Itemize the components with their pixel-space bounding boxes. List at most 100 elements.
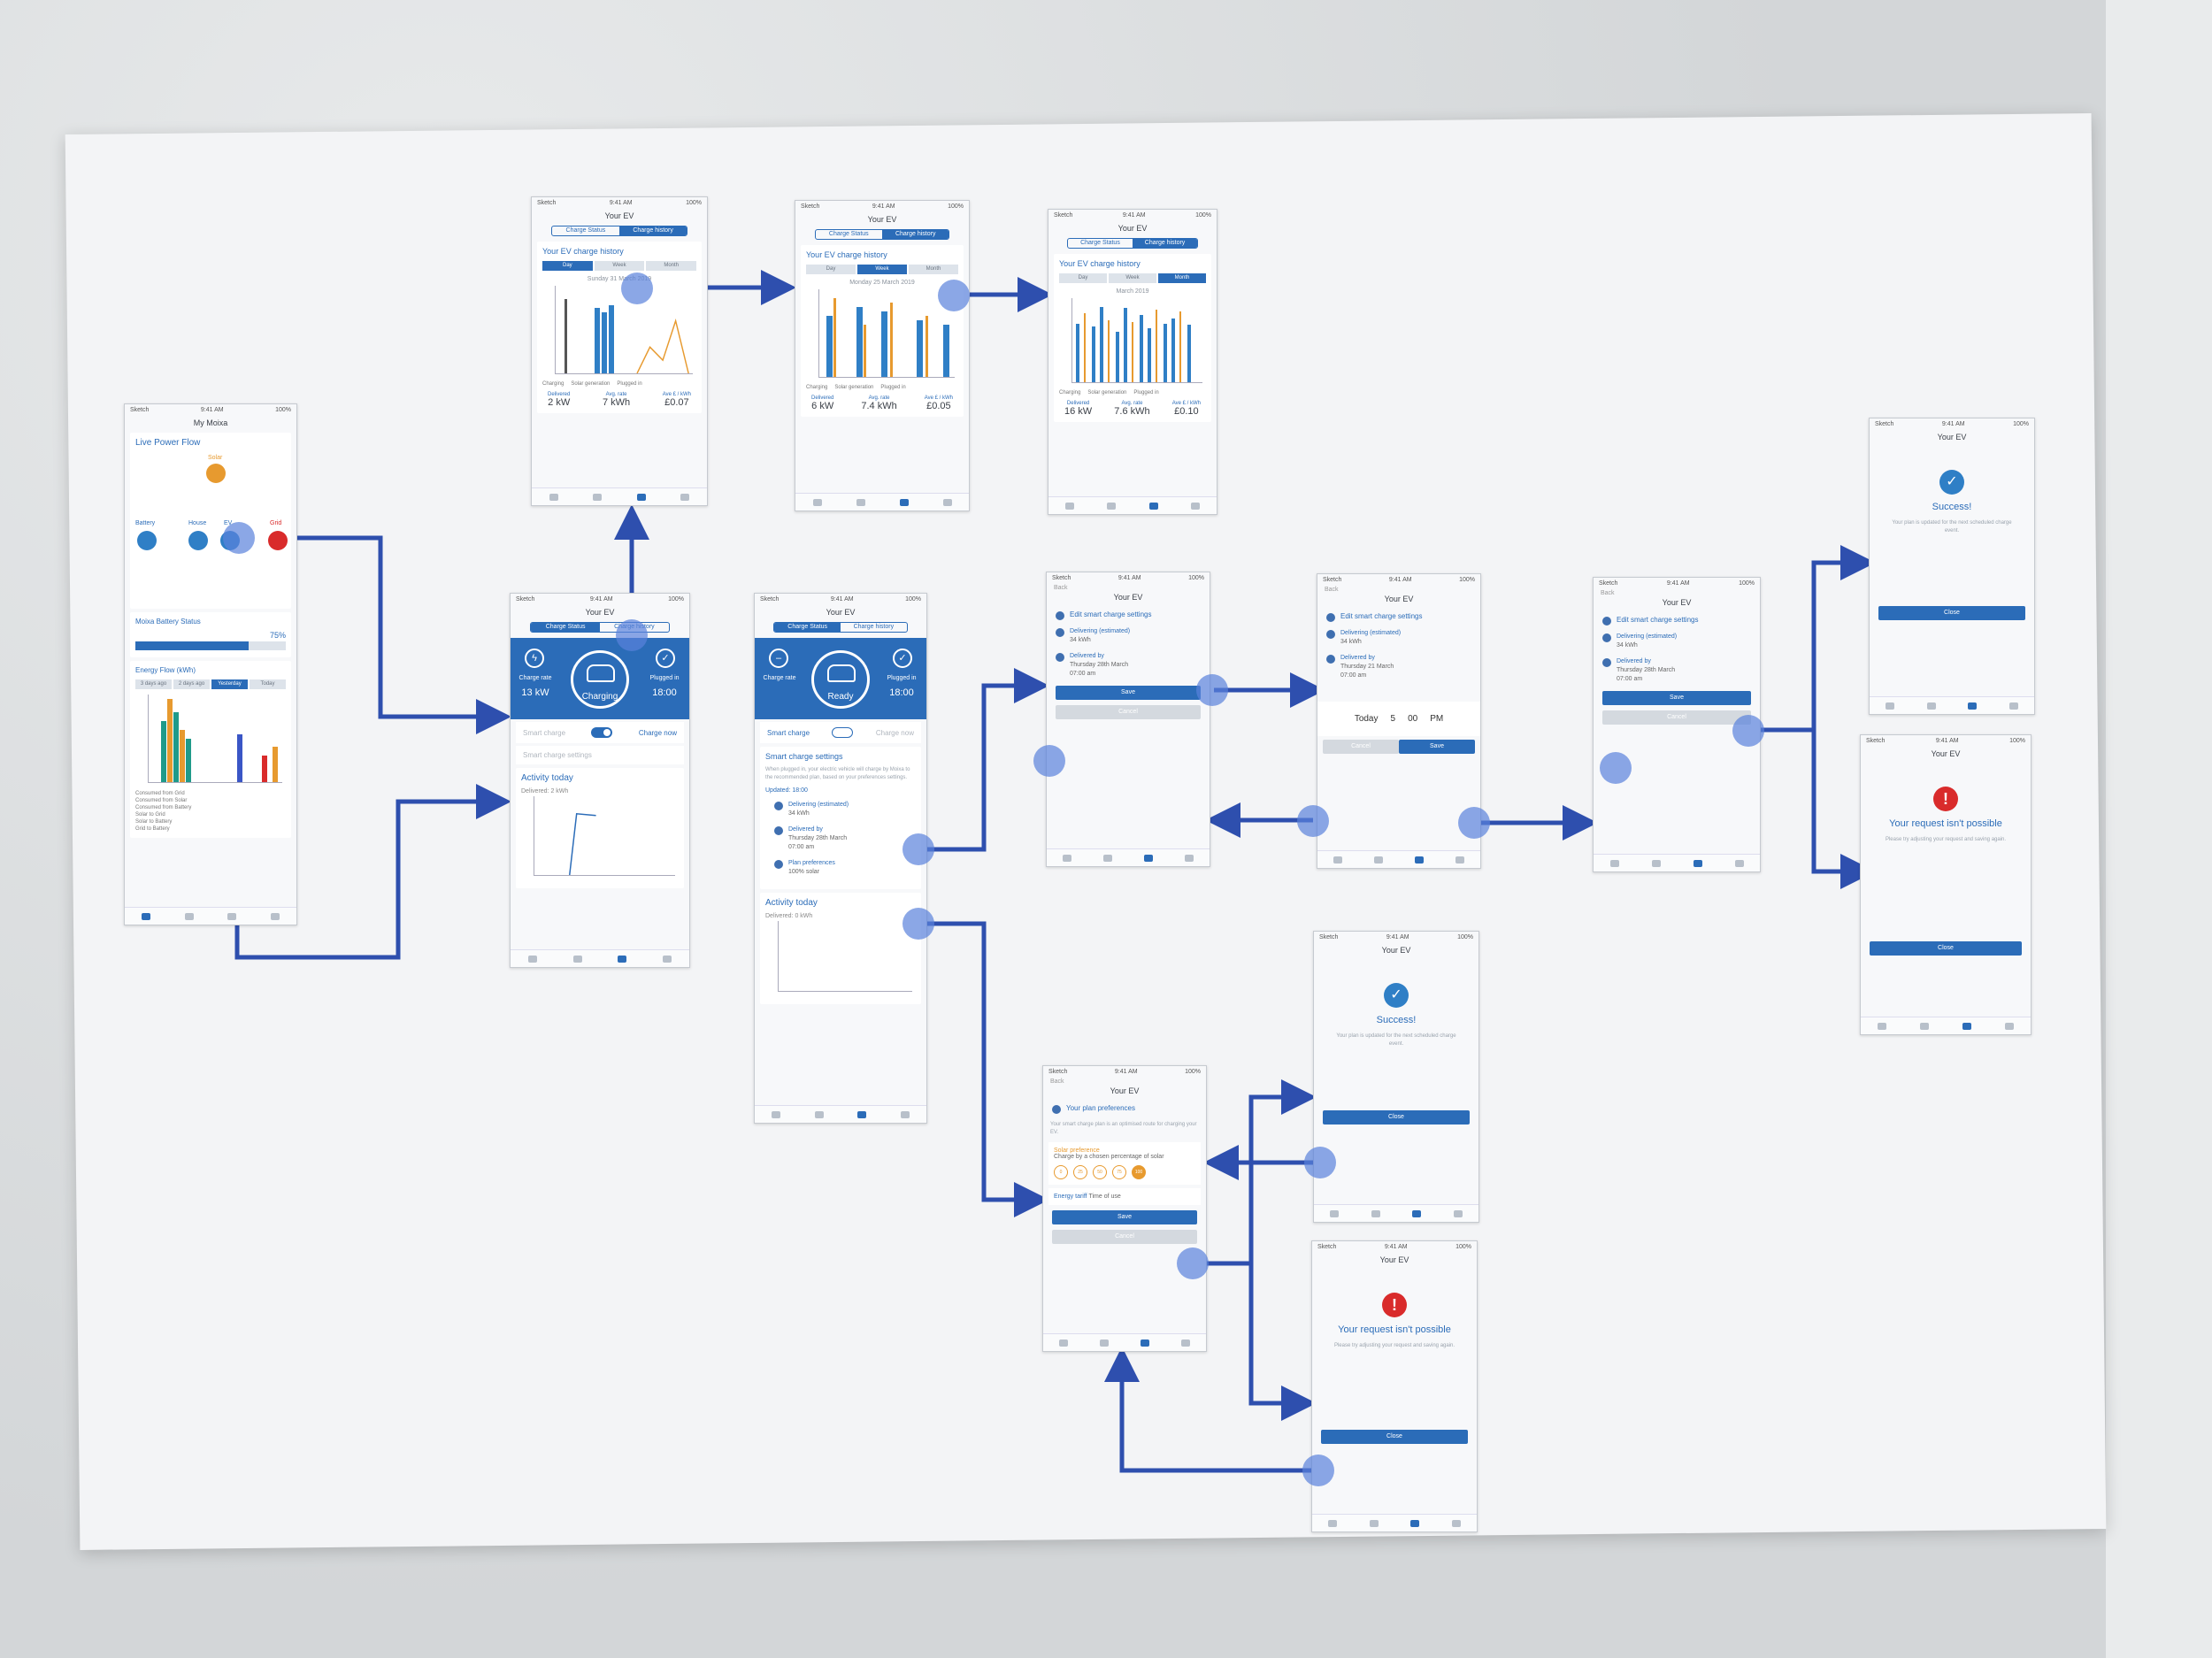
save-button[interactable]: Save	[1056, 686, 1201, 700]
nav-settings-icon[interactable]	[1181, 1339, 1190, 1347]
nav-stats-icon[interactable]	[1374, 856, 1383, 864]
nav-stats-icon[interactable]	[593, 493, 603, 501]
tab-month[interactable]: Month	[909, 265, 958, 274]
tab-day[interactable]: Day	[1059, 273, 1107, 283]
nav-settings-icon[interactable]	[1453, 1209, 1463, 1217]
nav-settings-icon[interactable]	[1451, 1519, 1461, 1527]
nav-home-icon[interactable]	[1878, 1022, 1886, 1030]
cancel-button[interactable]: Cancel	[1056, 705, 1201, 719]
tab-week[interactable]: Week	[1109, 273, 1156, 283]
nav-stats-icon[interactable]	[184, 912, 194, 920]
nav-home-icon[interactable]	[1328, 1519, 1338, 1527]
seg-charge-status[interactable]: Charge Status	[774, 623, 841, 632]
seg-charge-history[interactable]: Charge history	[619, 226, 687, 235]
seg-charge-status[interactable]: Charge Status	[531, 623, 600, 632]
smart-settings-row[interactable]: Smart charge settings	[516, 746, 684, 764]
nav-ev-icon[interactable]	[1141, 1339, 1149, 1347]
nav-ev-icon[interactable]	[1412, 1209, 1422, 1217]
seg-charge-history[interactable]: Charge history	[1133, 239, 1198, 248]
nav-home-icon[interactable]	[549, 493, 558, 501]
nav-ev-icon[interactable]	[1148, 502, 1158, 510]
nav-home-icon[interactable]	[1064, 502, 1074, 510]
nav-home-icon[interactable]	[772, 1110, 781, 1118]
nav-settings-icon[interactable]	[2005, 1022, 2014, 1030]
nav-home-icon[interactable]	[528, 955, 538, 963]
save-button[interactable]: Save	[1399, 740, 1475, 754]
nav-ev-icon[interactable]	[899, 498, 909, 506]
nav-ev-icon[interactable]	[618, 955, 627, 963]
cancel-button[interactable]: Cancel	[1323, 740, 1399, 754]
save-button[interactable]: Save	[1052, 1210, 1197, 1224]
nav-ev-icon[interactable]	[1962, 1022, 1971, 1030]
solar-option[interactable]: 0	[1054, 1165, 1068, 1179]
tab-3-days-ago[interactable]: 3 days ago	[135, 679, 172, 689]
nav-settings-icon[interactable]	[942, 498, 952, 506]
nav-stats-icon[interactable]	[1369, 1519, 1379, 1527]
close-button[interactable]: Close	[1323, 1110, 1470, 1125]
nav-home-icon[interactable]	[1063, 854, 1071, 862]
nav-stats-icon[interactable]	[814, 1110, 824, 1118]
nav-ev-icon[interactable]	[1693, 859, 1702, 867]
nav-settings-icon[interactable]	[1191, 502, 1201, 510]
nav-stats-icon[interactable]	[1926, 702, 1936, 710]
picker-ampm[interactable]: PM	[1430, 714, 1444, 724]
nav-settings-icon[interactable]	[270, 912, 280, 920]
nav-home-icon[interactable]	[1609, 859, 1619, 867]
nav-stats-icon[interactable]	[1103, 854, 1112, 862]
tab-day[interactable]: Day	[542, 261, 593, 271]
nav-home-icon[interactable]	[1059, 1339, 1068, 1347]
nav-settings-icon[interactable]	[1185, 854, 1194, 862]
nav-stats-icon[interactable]	[1107, 502, 1117, 510]
nav-stats-icon[interactable]	[1651, 859, 1661, 867]
tab-day[interactable]: Day	[806, 265, 856, 274]
nav-home-icon[interactable]	[1886, 702, 1895, 710]
tab-month[interactable]: Month	[1158, 273, 1206, 283]
cancel-button[interactable]: Cancel	[1602, 710, 1751, 725]
picker-hour[interactable]: 5	[1390, 714, 1396, 724]
tab-2-days-ago[interactable]: 2 days ago	[173, 679, 210, 689]
nav-ev-icon[interactable]	[1415, 856, 1424, 864]
close-button[interactable]: Close	[1878, 606, 2025, 620]
seg-charge-status[interactable]: Charge Status	[1080, 240, 1120, 246]
tab-week[interactable]: Week	[594, 261, 645, 271]
seg-charge-history[interactable]: Charge history	[882, 230, 949, 239]
save-button[interactable]: Save	[1602, 691, 1751, 705]
nav-settings-icon[interactable]	[1455, 856, 1464, 864]
nav-ev-icon[interactable]	[1144, 854, 1153, 862]
seg-charge-status[interactable]: Charge Status	[565, 227, 606, 234]
close-button[interactable]: Close	[1870, 941, 2022, 956]
nav-ev-icon[interactable]	[1968, 702, 1978, 710]
solar-option-selected[interactable]: 100	[1132, 1165, 1146, 1179]
tab-yesterday[interactable]: Yesterday	[211, 679, 248, 689]
close-button[interactable]: Close	[1321, 1430, 1468, 1444]
nav-home-icon[interactable]	[1330, 1209, 1340, 1217]
nav-home-icon[interactable]	[1333, 856, 1342, 864]
tab-today[interactable]: Today	[250, 679, 286, 689]
back-link[interactable]: Back	[1325, 587, 1339, 593]
tab-month[interactable]: Month	[646, 261, 697, 271]
picker-minute[interactable]: 00	[1408, 714, 1418, 724]
seg-charge-status[interactable]: Charge Status	[828, 231, 869, 237]
nav-stats-icon[interactable]	[1371, 1209, 1380, 1217]
solar-option[interactable]: 50	[1093, 1165, 1107, 1179]
smart-charge-toggle[interactable]	[591, 727, 613, 738]
tab-week[interactable]: Week	[857, 265, 907, 274]
charge-now-label[interactable]: Charge now	[875, 728, 914, 737]
back-link[interactable]: Back	[1054, 585, 1068, 591]
nav-stats-icon[interactable]	[1100, 1339, 1109, 1347]
nav-settings-icon[interactable]	[1734, 859, 1744, 867]
nav-ev-icon[interactable]	[227, 912, 237, 920]
energy-tariff-row[interactable]: Energy tariff Time of use	[1048, 1188, 1201, 1205]
nav-home-icon[interactable]	[142, 912, 151, 920]
nav-settings-icon[interactable]	[680, 493, 690, 501]
smart-charge-toggle[interactable]	[832, 727, 854, 738]
nav-settings-icon[interactable]	[662, 955, 672, 963]
nav-settings-icon[interactable]	[2008, 702, 2018, 710]
charge-now-label[interactable]: Charge now	[638, 728, 677, 737]
nav-ev-icon[interactable]	[636, 493, 646, 501]
back-link[interactable]: Back	[1050, 1078, 1064, 1085]
nav-stats-icon[interactable]	[1920, 1022, 1929, 1030]
